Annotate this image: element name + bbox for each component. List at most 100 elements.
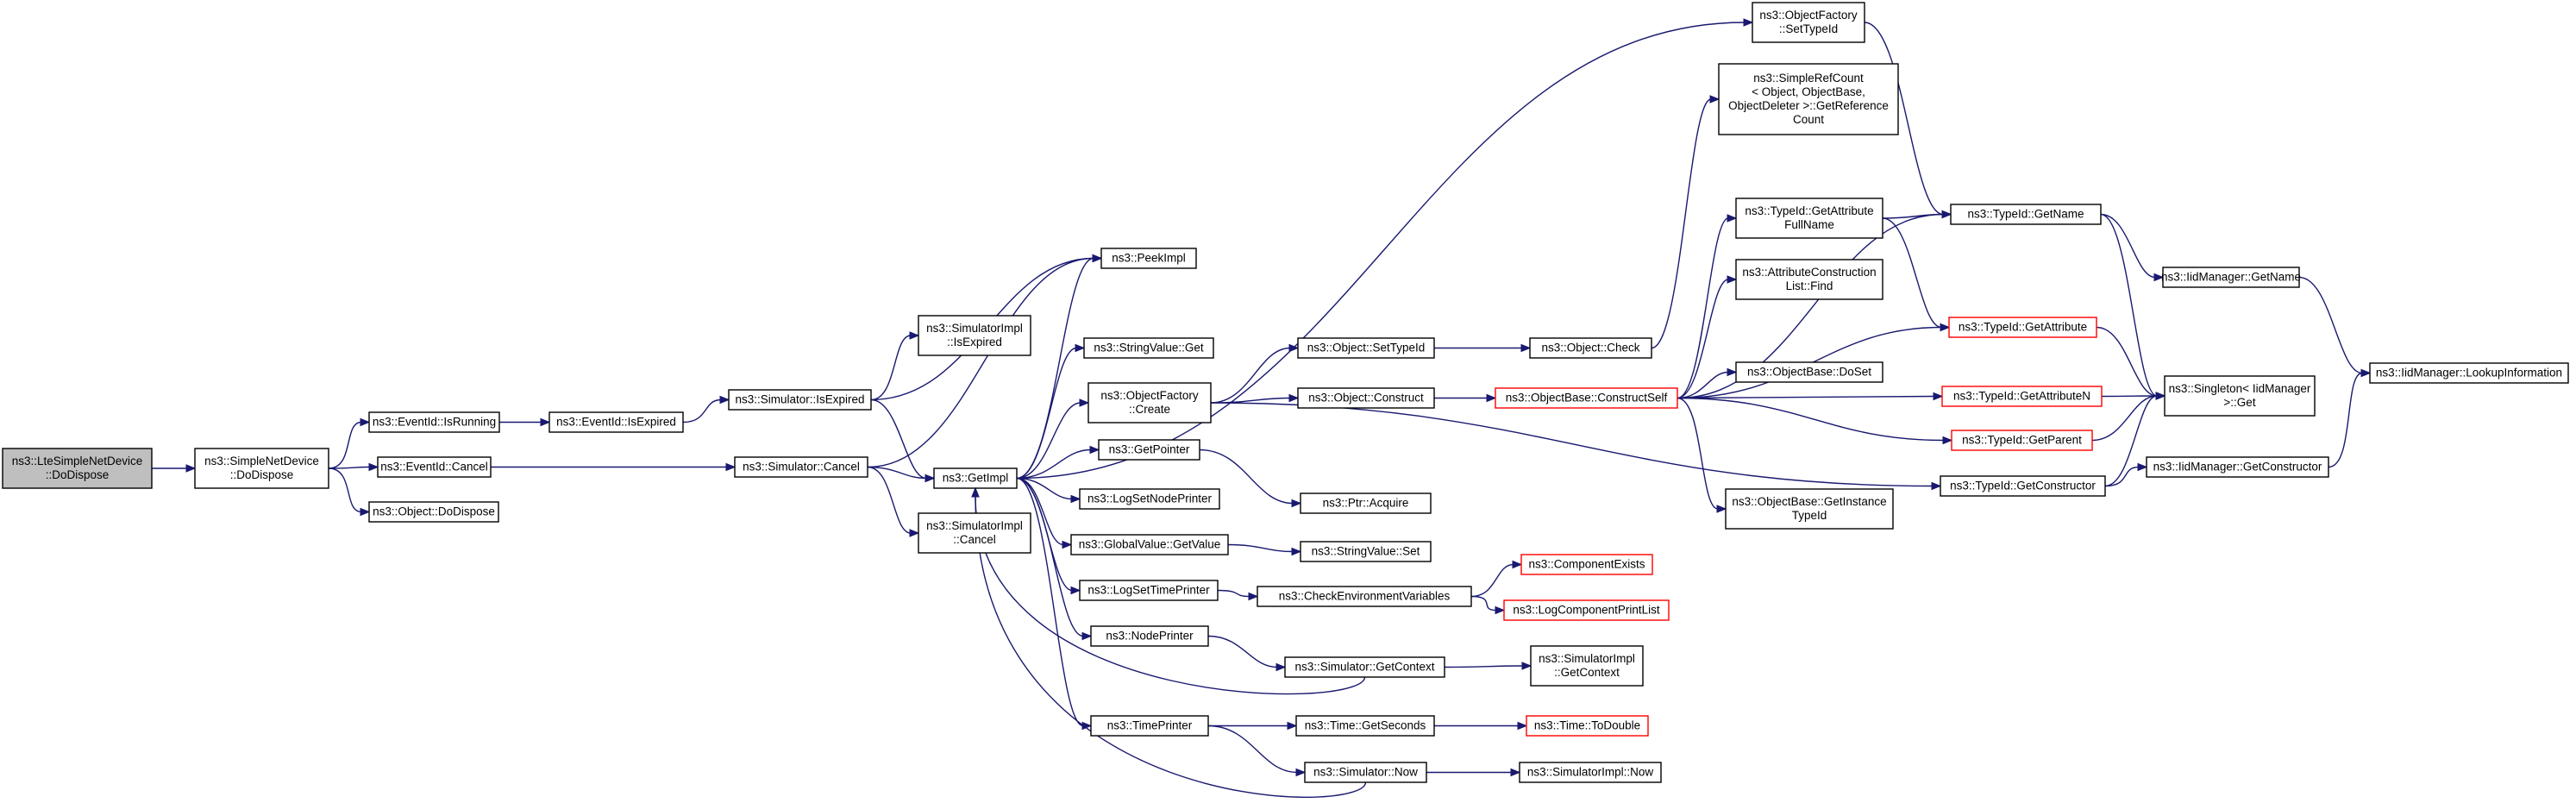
node-ns3-simulatorimpl-now[interactable]: ns3::SimulatorImpl::Now (1519, 762, 1662, 783)
node-label: ns3::LogComponentPrintList (1513, 604, 1660, 617)
node-label: ns3::TypeId::GetAttribute (1959, 321, 2087, 334)
edge-evRunning-to-evExpired (499, 417, 551, 427)
edge-timePrinter-to-simNow (1207, 725, 1307, 777)
node-ns3-simulator-getcontext[interactable]: ns3::Simulator::GetContext (1284, 656, 1445, 678)
node-ns3-eventid-cancel[interactable]: ns3::EventId::Cancel (377, 456, 492, 478)
node-box (1530, 645, 1644, 687)
node-ns3-iidmanager-getname[interactable]: ns3::IidManager::GetName (2161, 267, 2301, 288)
edge-getImpl-to-logNode (1016, 477, 1081, 504)
node-ns3-simulatorimpl-cancel[interactable]: ns3::SimulatorImpl::Cancel (918, 512, 1031, 554)
node-label: ns3::LteSimpleNetDevice (12, 455, 143, 467)
node-ns3-simplerefcount-object-objectbase-objectdeleter-getreference-count[interactable]: ns3::SimpleRefCount< Object, ObjectBase,… (1718, 63, 1899, 135)
edge-simCancel-to-siCancel (867, 466, 920, 537)
node-ns3-logsetnodeprinter[interactable]: ns3::LogSetNodePrinter (1079, 488, 1220, 510)
edge-objSetTid-to-objCheck (1434, 343, 1532, 353)
node-ns3-componentexists[interactable]: ns3::ComponentExists (1520, 554, 1653, 575)
node-ns3-getimpl[interactable]: ns3::GetImpl (933, 467, 1018, 489)
node-ns3-typeid-getparent[interactable]: ns3::TypeId::GetParent (1951, 430, 2093, 451)
node-label: ns3::IidManager::GetName (2161, 271, 2301, 284)
node-ns3-iidmanager-getconstructor[interactable]: ns3::IidManager::GetConstructor (2146, 456, 2329, 478)
node-label: ns3::Time::GetSeconds (1305, 719, 1426, 732)
node-ns3-logcomponentprintlist[interactable]: ns3::LogComponentPrintList (1503, 599, 1670, 621)
node-label: ns3::TypeId::GetParent (1962, 434, 2082, 447)
node-label: ns3::GetImpl (943, 472, 1009, 485)
node-label: ns3::Simulator::Cancel (743, 461, 860, 474)
node-label: ns3::StringValue::Get (1094, 342, 1204, 354)
node-ns3-ptr-acquire[interactable]: ns3::Ptr::Acquire (1300, 492, 1432, 514)
node-ns3-typeid-getattributen[interactable]: ns3::TypeId::GetAttributeN (1941, 386, 2103, 407)
edge-obConstruct-to-tidGetParent (1677, 397, 1953, 445)
node-ns3-stringvalue-set[interactable]: ns3::StringValue::Set (1300, 541, 1432, 562)
node-box (1295, 715, 1435, 737)
node-ns3-checkenvironmentvariables[interactable]: ns3::CheckEnvironmentVariables (1257, 586, 1472, 607)
edge-ofCreate-to-objConstruct (1210, 393, 1300, 404)
node-ns3-simplenetdevice-dodispose[interactable]: ns3::SimpleNetDevice::DoDispose (194, 448, 329, 489)
node-label: ns3::Simulator::Now (1313, 766, 1418, 779)
edge-sndd-to-evCancel (328, 462, 379, 472)
node-label: ns3::StringValue::Set (1312, 545, 1420, 558)
edge-getImpl-to-strGet (1016, 343, 1086, 480)
node-ns3-object-dodispose[interactable]: ns3::Object::DoDispose (368, 501, 499, 523)
node-ns3-simulator-cancel[interactable]: ns3::Simulator::Cancel (734, 456, 868, 478)
node-ns3-simulator-isexpired[interactable]: ns3::Simulator::IsExpired (728, 389, 872, 411)
node-ns3-simulatorimpl-getcontext[interactable]: ns3::SimulatorImpl::GetContext (1530, 645, 1644, 687)
node-label: ns3::Object::Check (1541, 342, 1639, 354)
node-label: ns3::TimePrinter (1107, 719, 1193, 732)
node-label: ns3::Object::DoDispose (373, 505, 495, 518)
node-ns3-objectbase-doset[interactable]: ns3::ObjectBase::DoSet (1735, 361, 1883, 383)
node-ns3-objectbase-constructself[interactable]: ns3::ObjectBase::ConstructSelf (1495, 387, 1678, 409)
node-box (1735, 361, 1883, 383)
node-ns3-objectfactory-create[interactable]: ns3::ObjectFactory::Create (1087, 382, 1212, 423)
node-ns3-singleton-iidmanager-get[interactable]: ns3::Singleton< IidManager>::Get (2164, 375, 2316, 417)
node-label: ::SetTypeId (1779, 22, 1838, 35)
edge-getImpl-to-ofCreate (1016, 398, 1090, 480)
node-ns3-objectfactory-settypeid[interactable]: ns3::ObjectFactory::SetTypeId (1752, 2, 1865, 43)
node-ns3-typeid-getname[interactable]: ns3::TypeId::GetName (1950, 204, 2102, 225)
node-label: ns3::Singleton< IidManager (2169, 382, 2311, 395)
node-ns3-typeid-getattribute[interactable]: ns3::TypeId::GetAttribute (1948, 317, 2097, 338)
node-label: ::DoDispose (230, 468, 294, 481)
edge-simCtx-to-siCtx (1444, 662, 1532, 670)
node-ns3-stringvalue-get[interactable]: ns3::StringValue::Get (1083, 337, 1214, 359)
node-ns3-typeid-getconstructor[interactable]: ns3::TypeId::GetConstructor (1940, 475, 2106, 497)
node-ns3-getpointer[interactable]: ns3::GetPointer (1098, 439, 1200, 461)
edge-getPointer-to-ptrAcquire (1199, 449, 1302, 508)
node-box (377, 456, 492, 478)
node-label: ns3::LogSetTimePrinter (1087, 584, 1210, 597)
node-ns3-simulatorimpl-isexpired[interactable]: ns3::SimulatorImpl::IsExpired (918, 315, 1031, 356)
node-ns3-time-getseconds[interactable]: ns3::Time::GetSeconds (1295, 715, 1435, 737)
node-box (1529, 337, 1652, 359)
node-ns3-peekimpl[interactable]: ns3::PeekImpl (1100, 248, 1197, 269)
node-ns3-time-todouble[interactable]: ns3::Time::ToDouble (1526, 715, 1649, 737)
node-ns3-object-construct[interactable]: ns3::Object::Construct (1297, 387, 1435, 409)
node-box (1951, 430, 2093, 451)
node-ns3-object-check[interactable]: ns3::Object::Check (1529, 337, 1652, 359)
node-ns3-logsettimeprinter[interactable]: ns3::LogSetTimePrinter (1079, 580, 1219, 601)
node-ns3-eventid-isrunning[interactable]: ns3::EventId::IsRunning (368, 411, 500, 433)
edge-tidGetName-to-singletonGet (2100, 213, 2166, 400)
node-ns3-timeprinter[interactable]: ns3::TimePrinter (1090, 715, 1209, 737)
node-label: ns3::ObjectBase::GetInstance (1732, 495, 1886, 508)
node-ns3-object-settypeid[interactable]: ns3::Object::SetTypeId (1297, 337, 1435, 359)
node-box (1950, 204, 2102, 225)
node-box (1735, 259, 1883, 300)
node-ns3-iidmanager-lookupinformation[interactable]: ns3::IidManager::LookupInformation (2369, 362, 2569, 384)
node-label: ns3::ObjectBase::ConstructSelf (1506, 392, 1668, 405)
node-ns3-simulator-now[interactable]: ns3::Simulator::Now (1304, 762, 1427, 783)
node-label: ns3::PeekImpl (1112, 252, 1186, 265)
node-ns3-globalvalue-getvalue[interactable]: ns3::GlobalValue::GetValue (1070, 534, 1229, 555)
edge-checkEnv-to-compExists (1470, 560, 1523, 598)
node-box (194, 448, 329, 489)
edge-ofCreate-to-tidGetCtor (1210, 402, 1942, 491)
nodes-layer: ns3::LteSimpleNetDevice::DoDisposens3::S… (2, 2, 2569, 783)
node-box (368, 501, 499, 523)
node-label: ::Cancel (953, 533, 996, 546)
node-label: ns3::LogSetNodePrinter (1087, 492, 1213, 505)
node-box (2369, 362, 2569, 384)
node-ns3-nodeprinter[interactable]: ns3::NodePrinter (1090, 625, 1209, 647)
node-ns3-eventid-isexpired[interactable]: ns3::EventId::IsExpired (548, 411, 684, 433)
node-box (918, 315, 1031, 356)
